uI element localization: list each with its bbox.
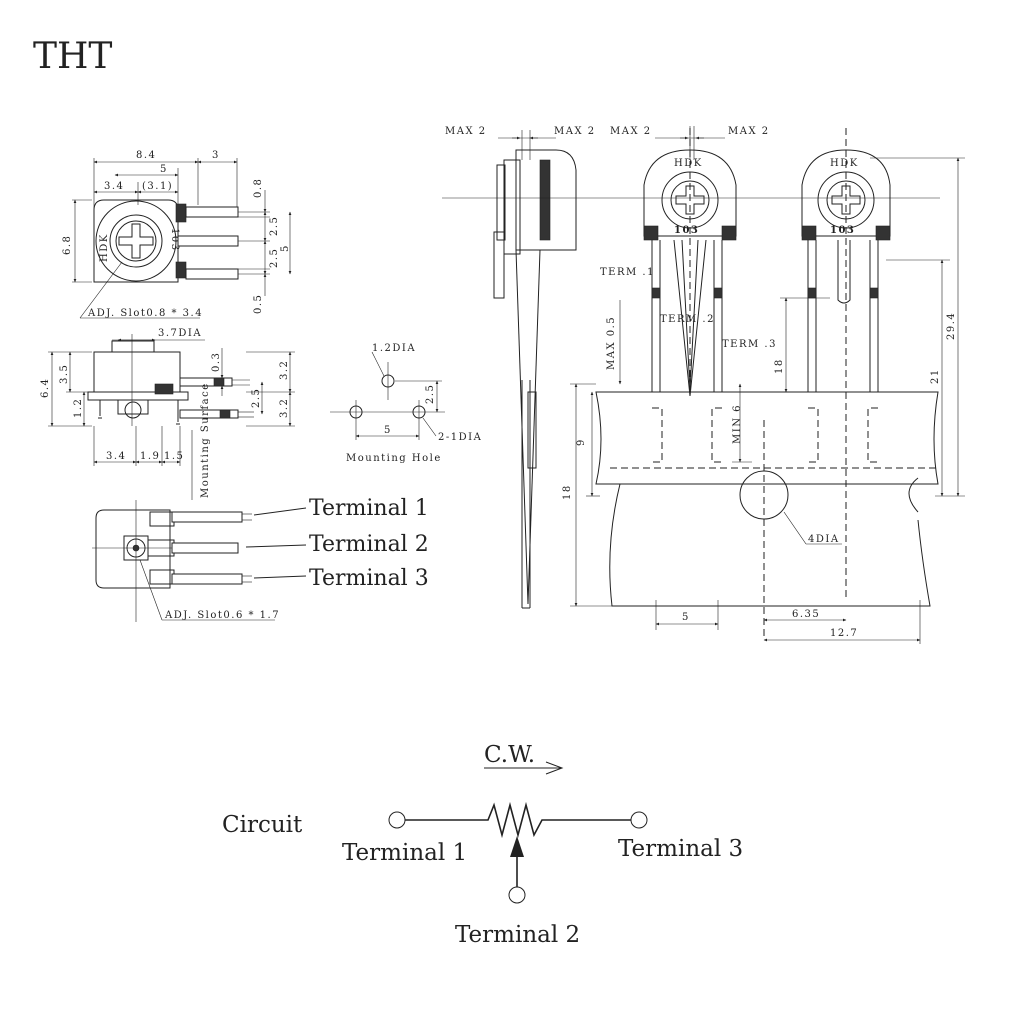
mounting-hole-label: Mounting Hole: [346, 453, 442, 464]
bottom-view: Terminal 1 Terminal 2 Terminal 3 ADJ. Sl…: [92, 496, 429, 622]
mounting-surface-label: Mounting Surface: [200, 382, 211, 498]
dim-5-v: 5: [280, 244, 291, 252]
tape-marking-103-1: 103: [674, 225, 699, 236]
dim-12-7: 12.7: [830, 628, 858, 639]
hole-2-5: 2.5: [425, 384, 436, 404]
page-title: THT: [33, 36, 112, 77]
hole-5: 5: [384, 425, 392, 436]
dim-min-6: MIN 6: [732, 404, 743, 444]
circuit-diagram: Circuit C.W. Terminal 1 Terminal 3 Termi…: [222, 742, 743, 948]
hole-2-1dia: 2-1DIA: [438, 432, 482, 443]
dim-9: 9: [576, 438, 587, 446]
dim-0-3: 0.3: [211, 352, 222, 372]
dim-2-5-a: 2.5: [269, 216, 280, 236]
dim-29-4: 29.4: [946, 312, 957, 340]
side-view: 3.7DIA 6.4 3.5 1.2 0.3: [40, 328, 295, 500]
terminal-1-label: Terminal 1: [309, 496, 429, 521]
circuit-terminal-2: Terminal 2: [455, 922, 580, 948]
mounting-hole-view: 1.2DIA 2.5 5 2-1DIA Mounting Hole: [330, 343, 482, 464]
circuit-terminal-1: Terminal 1: [342, 840, 467, 866]
dim-4dia: 4DIA: [808, 534, 840, 545]
dim-6-35: 6.35: [792, 609, 820, 620]
terminal-3-label: Terminal 3: [309, 566, 429, 591]
adj-slot-label-top: ADJ. Slot0.8 * 3.4: [87, 308, 203, 319]
hole-1-2dia: 1.2DIA: [372, 343, 416, 354]
top-view: 8.4 3 5 3.4 (3.1) HDK 103 0.8 2.5 2.5 5: [62, 150, 292, 319]
term-3-label: TERM .3: [722, 339, 777, 350]
max2-label-3: MAX 2: [610, 126, 652, 137]
max2-label-2: MAX 2: [554, 126, 596, 137]
dim-5: 5: [160, 164, 168, 175]
circuit-label: Circuit: [222, 812, 303, 838]
dim-3-4: 3.4: [104, 181, 124, 192]
dim-3: 3: [212, 150, 220, 161]
dim-6-8: 6.8: [62, 235, 73, 255]
dim-3-1: (3.1): [142, 181, 173, 192]
terminal-2-label: Terminal 2: [309, 532, 429, 557]
circuit-terminal-3: Terminal 3: [618, 836, 743, 862]
tape-marking-103-2: 103: [830, 225, 855, 236]
cw-label: C.W.: [484, 742, 535, 768]
tape-view: MAX 2 MAX 2 MAX 2 MAX 2 HDK: [442, 126, 965, 644]
body-marking-hdk: HDK: [99, 233, 110, 262]
term-1-label: TERM .1: [600, 267, 655, 278]
dim-5-pitch: 5: [682, 612, 690, 623]
tape-marking-hdk-1: HDK: [674, 158, 703, 169]
term-2-label: TERM .2: [660, 314, 715, 325]
dim-1-5: 1.5: [164, 451, 184, 462]
dim-18-outer: 18: [562, 484, 573, 500]
max2-label-4: MAX 2: [728, 126, 770, 137]
dim-3-5: 3.5: [59, 364, 70, 384]
body-marking-103: 103: [169, 228, 180, 252]
dim-1-9: 1.9: [140, 451, 160, 462]
dim-max-0-5: MAX 0.5: [606, 316, 617, 370]
dim-3-4-side: 3.4: [106, 451, 126, 462]
dim-6-4: 6.4: [40, 378, 51, 398]
dim-3-2-b: 3.2: [279, 398, 290, 418]
dim-2-5: 2.5: [251, 388, 262, 408]
dim-3-2-a: 3.2: [279, 360, 290, 380]
dim-1-2: 1.2: [73, 398, 84, 418]
dim-2-5-b: 2.5: [269, 248, 280, 268]
dim-18-inner: 18: [774, 358, 785, 374]
dim-21: 21: [930, 368, 941, 384]
dim-0-8: 0.8: [253, 178, 264, 198]
adj-slot-label-bottom: ADJ. Slot0.6 * 1.7: [164, 610, 280, 621]
dim-3-7dia: 3.7DIA: [158, 328, 202, 339]
tape-marking-hdk-2: HDK: [830, 158, 859, 169]
dim-0-5: 0.5: [253, 294, 264, 314]
max2-label-1: MAX 2: [445, 126, 487, 137]
dim-8-4: 8.4: [136, 150, 156, 161]
